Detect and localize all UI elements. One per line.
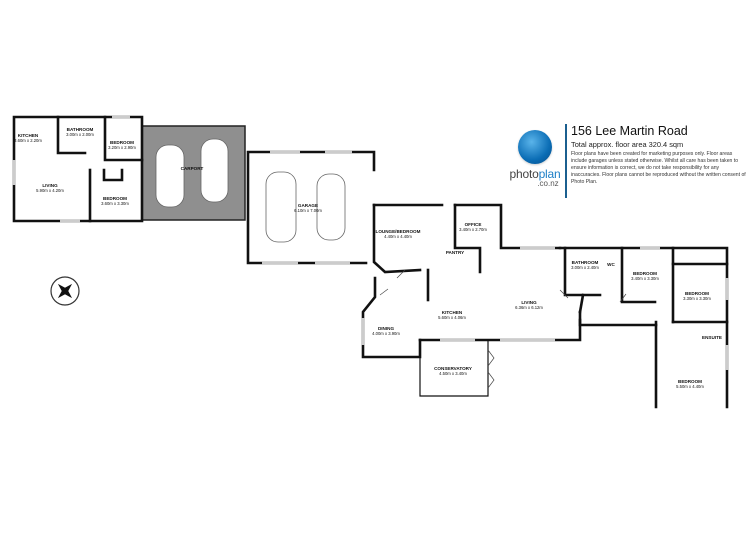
info-panel: 156 Lee Martin Road Total approx. floor … xyxy=(571,124,747,186)
room-name: GARAGE xyxy=(298,203,318,208)
room-name: BEDROOM xyxy=(103,196,127,201)
room-name: CONSERVATORY xyxy=(434,366,472,371)
room-dimensions: 3.30m x 3.30m xyxy=(683,296,711,301)
divider xyxy=(565,124,567,198)
walls-unit xyxy=(12,115,144,223)
room-dimensions: 3.60m x 3.30m xyxy=(101,201,129,206)
room-name: PANTRY xyxy=(446,250,464,255)
brand-tld: .co.nz xyxy=(537,179,559,188)
room-dimensions: 5.60m x 4.06m xyxy=(438,315,466,320)
room-name: LIVING xyxy=(521,300,537,305)
house-logo-icon xyxy=(518,130,552,164)
room-name: BATHROOM xyxy=(67,127,94,132)
room-name: BEDROOM xyxy=(110,140,134,145)
room-dimensions: 5.90m x 4.20m xyxy=(36,188,64,193)
room-dimensions: 3.00m x 2.00m xyxy=(66,132,94,137)
room-name: BEDROOM xyxy=(678,379,702,384)
room-dimensions: 3.00m x 2.40m xyxy=(571,265,599,270)
photoplan-logo: photoplan .co.nz xyxy=(500,124,570,188)
car-icon xyxy=(155,138,346,243)
walls-main xyxy=(361,203,729,409)
floor-area: Total approx. floor area 320.4 sqm xyxy=(571,140,684,149)
room-name: LIVING xyxy=(42,183,58,188)
room-name: KITCHEN xyxy=(18,133,39,138)
walls-garage xyxy=(246,150,376,265)
room-dimensions: 4.00m x 3.90m xyxy=(372,331,400,336)
room-name: BATHROOM xyxy=(572,260,599,265)
room-name: LOUNGE/BEDROOM xyxy=(376,229,421,234)
brand-name-a: photo xyxy=(509,167,539,181)
compass-icon xyxy=(50,276,80,306)
room-name: CARPORT xyxy=(181,166,204,171)
room-name: OFFICE xyxy=(465,222,482,227)
room-name: ENSUITE xyxy=(702,335,722,340)
room-dimensions: 6.36m x 6.12m xyxy=(515,305,543,310)
room-name: KITCHEN xyxy=(442,310,463,315)
room-dimensions: 6.10m x 7.00m xyxy=(294,208,322,213)
room-dimensions: 3.40m x 2.70m xyxy=(459,227,487,232)
room-dimensions: 3.40m x 3.30m xyxy=(631,276,659,281)
room-dimensions: 3.60m x 2.20m xyxy=(14,138,42,143)
room-name: WC xyxy=(607,262,615,267)
room-name: BEDROOM xyxy=(633,271,657,276)
property-address: 156 Lee Martin Road xyxy=(571,124,688,138)
room-dimensions: 5.50m x 4.40m xyxy=(676,384,704,389)
room-name: DINING xyxy=(378,326,395,331)
room-dimensions: 4.50m x 3.40m xyxy=(439,371,467,376)
room-dimensions: 4.40m x 4.40m xyxy=(384,234,412,239)
brand-name-b: plan xyxy=(538,167,561,181)
brand-name: photoplan xyxy=(500,167,570,181)
room-dimensions: 3.20m x 2.90m xyxy=(108,145,136,150)
room-name: BEDROOM xyxy=(685,291,709,296)
disclaimer: Floor plans have been created for market… xyxy=(571,151,746,185)
